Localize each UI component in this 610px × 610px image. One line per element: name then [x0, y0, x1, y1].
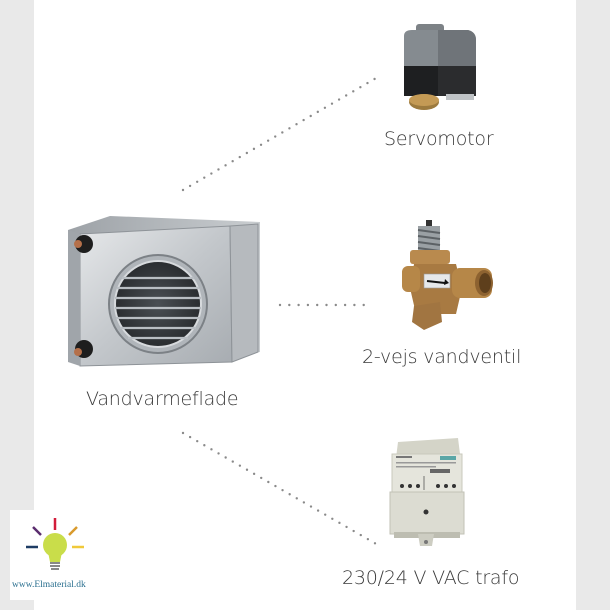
logo-url-text: www.Elmaterial.dk: [12, 580, 86, 590]
connector-servomotor: [181, 75, 380, 192]
component-label-valve: 2-vejs vandventil: [362, 346, 522, 368]
connector-trafo: [181, 431, 380, 547]
air-heater-coil-icon: [62, 212, 260, 376]
component-label-trafo: 230/24 V VAC trafo: [342, 567, 520, 589]
servomotor-actuator-icon: [398, 22, 484, 118]
center-label: Vandvarmeflade: [86, 388, 239, 410]
lightbulb-icon: [26, 518, 84, 570]
elmaterial-logo[interactable]: www.Elmaterial.dk: [10, 510, 110, 600]
component-label-servomotor: Servomotor: [384, 128, 494, 150]
transformer-icon: [388, 436, 468, 556]
two-way-valve-icon: [400, 218, 498, 340]
